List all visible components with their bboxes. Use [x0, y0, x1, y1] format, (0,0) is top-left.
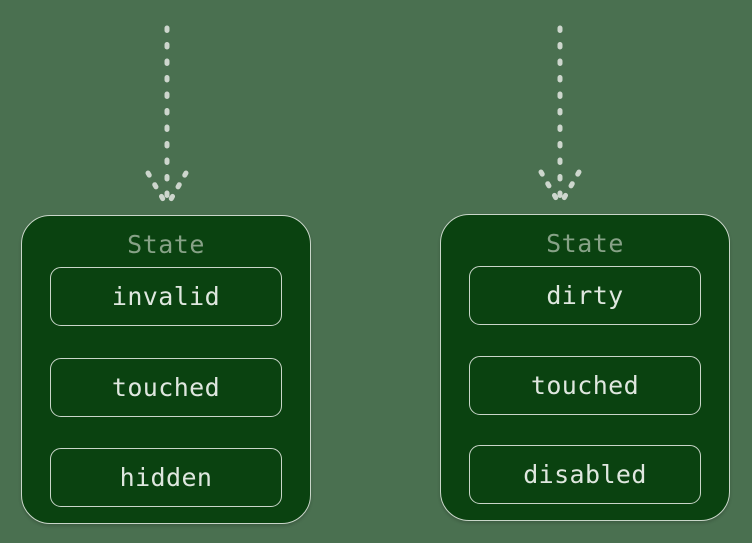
state-card-title: State [546, 229, 624, 258]
state-item-invalid[interactable]: invalid [50, 267, 282, 326]
state-item-list: invalid touched hidden [50, 264, 282, 507]
arrow-head-right-icon [164, 170, 189, 209]
arrow-head-left-icon [145, 170, 170, 209]
state-item-touched[interactable]: touched [50, 357, 282, 417]
state-item-touched[interactable]: touched [469, 355, 701, 415]
state-item-list: dirty touched disabled [469, 263, 701, 504]
arrow-head-left-icon [538, 169, 563, 208]
arrow-head-right-icon [557, 169, 582, 208]
state-card-left: State invalid touched hidden [21, 215, 311, 524]
state-item-hidden[interactable]: hidden [50, 448, 282, 507]
dotted-arrow-down-left [145, 25, 189, 209]
state-card-title: State [127, 230, 205, 259]
state-item-disabled[interactable]: disabled [469, 445, 701, 504]
dotted-arrow-down-right [538, 25, 582, 208]
state-card-right: State dirty touched disabled [440, 214, 730, 521]
state-item-dirty[interactable]: dirty [469, 266, 701, 325]
